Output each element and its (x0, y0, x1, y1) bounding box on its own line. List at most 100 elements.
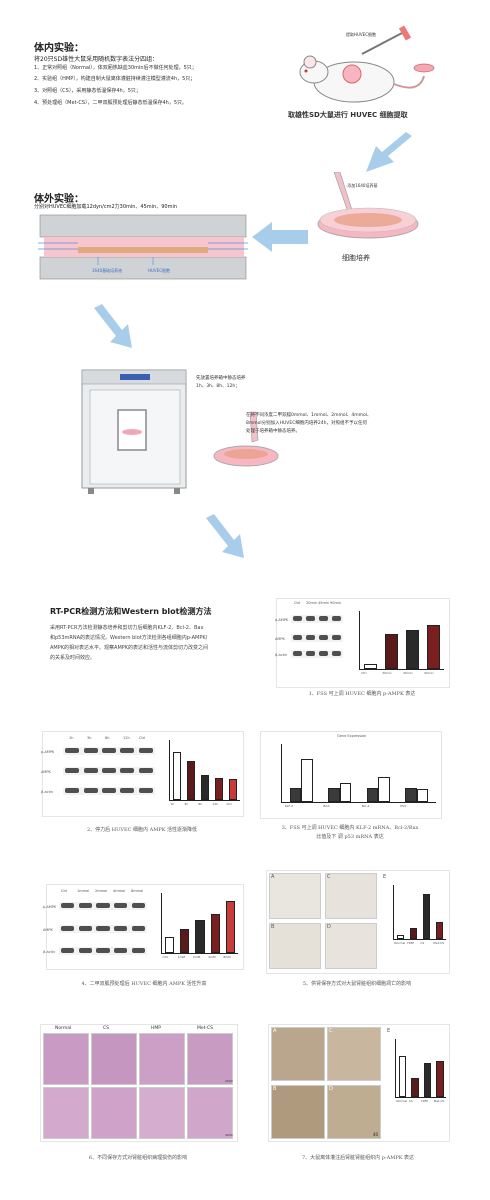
fig4-lane-1: 1mmol (77, 889, 90, 893)
fig5-histo-a (269, 873, 321, 919)
chart-bar (385, 634, 398, 669)
chart-tick-label: 90min (424, 671, 434, 675)
blot-band (83, 748, 98, 753)
chart-bar (289, 787, 302, 802)
chart-bar (435, 921, 444, 939)
fig4-row-label-2: β-actin (43, 950, 56, 954)
figure-1-panel: Ctrl 30min 45min 90min p-AMPK AMPK β-act… (275, 598, 450, 688)
fig7-histo-a (271, 1027, 325, 1081)
fig6-histo-7 (139, 1087, 185, 1139)
fig4-lane-0: Ctrl (61, 889, 68, 893)
figure-6-panel: Normal CS HMP Met-CS 200X 400X (40, 1024, 238, 1142)
fig4-blot-row-1 (59, 925, 147, 933)
chart-tick-label: CS (420, 941, 425, 945)
vivo-title: 体内实验： (34, 43, 84, 54)
figure-1-caption: 1、FSS 可上调 HUVEC 细胞内 p-AMPK 表达 (308, 691, 416, 697)
method-title: RT-PCR检测方法和Western blot检测方法 (50, 607, 212, 616)
incubator-illustration (81, 369, 187, 494)
chart-bar (214, 777, 224, 800)
rat-label: 提取HUVEC细胞 (346, 32, 376, 37)
fig4-lane-2: 2mmol (95, 889, 108, 893)
blot-band (318, 616, 329, 621)
fig7-label-d: D (329, 1086, 333, 1092)
chart-tick-label: Normal (396, 1099, 408, 1103)
blot-band (102, 788, 116, 793)
chart-axis (395, 1039, 446, 1098)
fig6-histo-5 (43, 1087, 89, 1139)
chart-bar (339, 783, 352, 802)
chart-tick-label: 2mM (192, 955, 201, 959)
fig1-row-label-2: β-actin (275, 653, 288, 657)
fig2-blot-row-0 (63, 747, 155, 755)
fig7-histo-c (327, 1027, 381, 1081)
figure-2-caption: 2、停力后 HUVEC 细胞内 AMPK 活性逐渐降低 (86, 827, 198, 833)
blot-band (305, 651, 316, 656)
fig4-lane-3: 4mmol (113, 889, 126, 893)
figure-5-caption: 5、供肾保存方式对大鼠肾脏组织细胞凋亡的影响 (302, 981, 412, 987)
method-text: 采用RT-PCR方法检测静态培养和剪切力后细胞内KLF-2、Bcl-2、Bax … (50, 625, 209, 661)
chart-bar (180, 929, 190, 953)
culture-dish-illustration (317, 172, 419, 239)
fig4-blot-row-0 (59, 902, 147, 910)
fig1-row-label-0: p-AMPK (275, 618, 289, 622)
arrow-left-icon (252, 222, 308, 252)
fig5-label-d: D (327, 924, 331, 930)
blot-band (102, 768, 116, 773)
fig2-row-label-1: AMPK (41, 770, 51, 774)
chart-tick-label: 4mM (208, 955, 216, 959)
fig2-blot-row-2 (63, 787, 155, 795)
fig4-blot-row-2 (59, 947, 147, 955)
chart-axis (169, 740, 240, 801)
blot-band (131, 926, 145, 931)
fig2-lane-1: 3h (87, 736, 92, 740)
blot-band (331, 616, 342, 621)
fig2-lane-0: 1h (69, 736, 74, 740)
blot-band (102, 748, 116, 753)
chart-bar (416, 788, 429, 802)
fig1-lane-3: 90min (330, 601, 342, 605)
chart-bar (165, 936, 175, 953)
fig2-lane-4: Ctrl (139, 736, 146, 740)
vivo-group-3: 3、对照组（CS），采用静态低温保存4h，5只； (34, 88, 141, 94)
fig2-lane-3: 12h (123, 736, 130, 740)
fig6-col-0: Normal (55, 1026, 72, 1031)
chart-bar (328, 787, 340, 802)
fig4-row-label-1: AMPK (43, 928, 53, 932)
chart-tick-label: BAX (323, 804, 330, 808)
fig7-histo-d (327, 1085, 381, 1139)
blot-band (138, 768, 153, 773)
vitro-title: 体外实验： (34, 194, 84, 205)
chart-tick-label: Met-CS (433, 941, 444, 945)
fig5-histo-d (325, 923, 377, 969)
figure-2-panel: p-AMPK AMPK β-actin 1h 3h 8h 12h Ctrl 1h… (41, 731, 244, 817)
culture-label: 细胞培养 (342, 254, 370, 262)
chart-bar (398, 1055, 406, 1097)
figure-4-caption: 4、二甲双胍预处理后 HUVEC 细胞内 AMPK 活性升高 (81, 981, 207, 987)
blot-band (113, 926, 128, 931)
chart-bar (200, 774, 210, 800)
chart-axis (359, 611, 444, 670)
fig7-label-a: A (273, 1028, 277, 1034)
arrow-down-left-icon (366, 132, 412, 172)
blot-band (138, 788, 153, 793)
chart-bar (409, 928, 418, 939)
chart-bar (301, 758, 313, 802)
blot-band (78, 948, 93, 953)
blot-band (65, 748, 80, 753)
chart-tick-label: KLF-2 (284, 804, 294, 808)
chart-bar (172, 752, 182, 800)
chart-tick-label: 3h (184, 802, 189, 806)
blot-band (120, 788, 135, 793)
fig7-mag: 40 (373, 1132, 379, 1137)
blot-band (120, 768, 135, 773)
blot-band (120, 748, 135, 753)
fig5-histo-b (269, 923, 321, 969)
rat-caption: 取雄性SD大鼠进行 HUVEC 细胞提取 (288, 111, 408, 119)
fig5-label-a: A (271, 874, 275, 880)
rat-illustration (299, 25, 435, 103)
fig2-row-label-0: p-AMPK (41, 750, 55, 754)
fig1-blot-row-0 (291, 615, 343, 623)
chart-bar (436, 1060, 444, 1097)
